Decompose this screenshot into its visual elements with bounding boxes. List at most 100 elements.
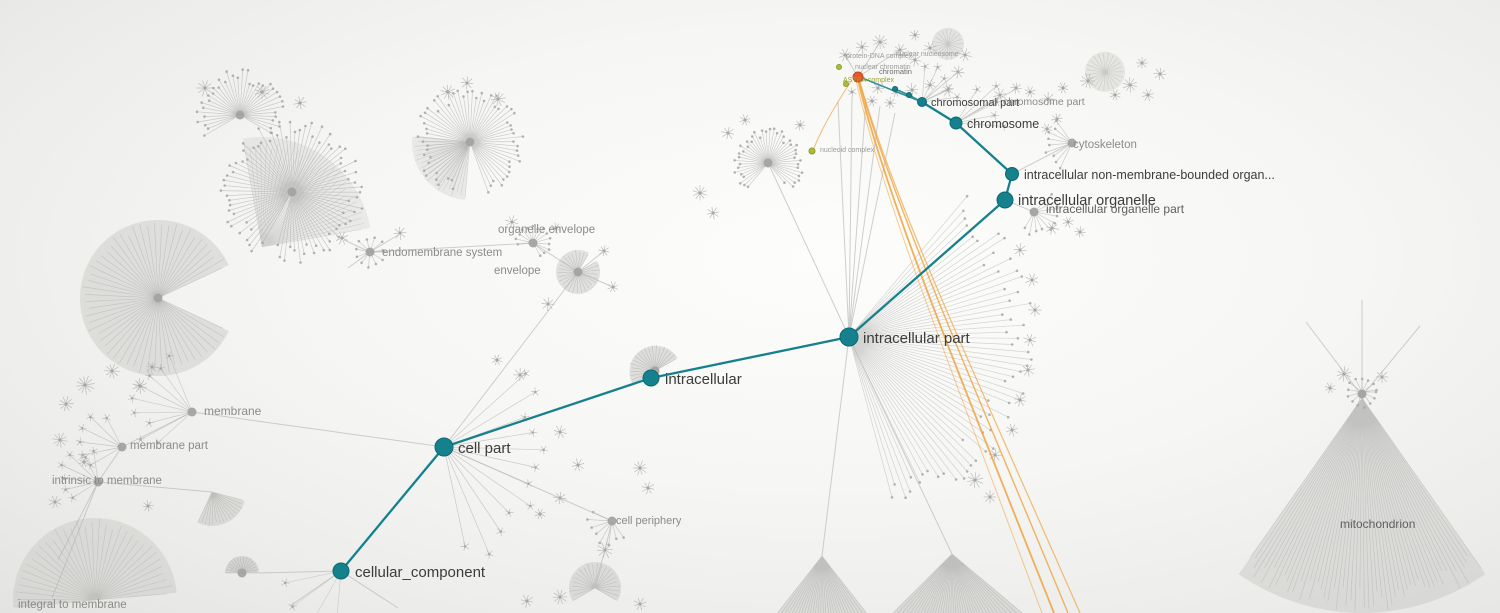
label-cell-part[interactable]: cell part — [458, 440, 511, 457]
label-intracellular-organelle[interactable]: intracellular organelle — [1018, 193, 1156, 209]
cluster-sector-spokes — [1249, 397, 1482, 611]
label-endomembrane-system[interactable]: endomembrane system — [382, 247, 502, 259]
label-chromatin[interactable]: chromatin — [879, 67, 912, 76]
term-node[interactable] — [365, 247, 375, 257]
layer-dots — [93, 110, 1367, 578]
node-cell-part[interactable] — [434, 437, 454, 457]
leaf-fan — [1024, 194, 1058, 235]
teal-mini-node-1[interactable] — [892, 86, 898, 92]
leaf-fan-tip-dots — [1023, 193, 1059, 236]
label-intrinsic-to-membrane[interactable]: intrinsic to membrane — [52, 475, 162, 487]
term-node[interactable] — [187, 407, 197, 417]
leaf-fan-star-tips — [57, 446, 98, 503]
label-intracellular-organelle-part[interactable]: intracellular organelle part — [1046, 202, 1185, 216]
leaf-fan-tip-dots — [60, 449, 96, 500]
leaf-fan-tip-dots — [733, 127, 804, 189]
term-node[interactable] — [1067, 138, 1077, 148]
leaf-fan — [443, 373, 544, 555]
leaf-fan — [79, 416, 123, 466]
node-chromosome[interactable] — [949, 116, 963, 130]
term-node[interactable] — [287, 187, 297, 197]
teal-mini-node-2[interactable] — [906, 92, 912, 98]
green-term-node-1[interactable] — [836, 64, 842, 70]
term-node[interactable] — [607, 516, 617, 526]
term-node[interactable] — [465, 137, 475, 147]
cluster-sector-spokes — [569, 562, 621, 601]
leaf-fan-tip-dots — [923, 65, 959, 99]
layer-nodes — [332, 64, 1019, 580]
leaf-fan — [220, 121, 363, 263]
label-chromosome[interactable]: chromosome — [967, 117, 1039, 131]
label-envelope[interactable]: envelope — [494, 265, 541, 277]
graph-gray-edges — [51, 41, 1421, 609]
leaf-fan — [587, 511, 624, 545]
label-nuclear-nucleosome[interactable]: nuclear nucleosome — [896, 51, 959, 58]
label-mitochondrion[interactable]: mitochondrion — [1340, 517, 1415, 531]
label-organelle-envelope[interactable]: organelle envelope — [498, 224, 595, 236]
label-cell-periphery[interactable]: cell periphery — [616, 515, 682, 527]
cluster-sector-spokes — [932, 29, 964, 60]
green-term-node-2[interactable] — [843, 81, 849, 87]
cluster-sector — [411, 136, 470, 200]
label-intracellular[interactable]: intracellular — [665, 371, 742, 388]
cluster-sector-spokes — [557, 250, 600, 294]
label-cellular_component[interactable]: cellular_component — [355, 564, 486, 581]
node-intracellular[interactable] — [642, 369, 660, 387]
cluster-sector — [12, 517, 177, 608]
leaf-fan-tip-dots — [586, 510, 625, 547]
label-chromosome-part[interactable]: chromosome part — [1003, 96, 1085, 108]
label-intracellular-nmb-organelle[interactable]: intracellular non-membrane-bounded organ… — [1024, 168, 1275, 182]
layer-fans — [57, 62, 1378, 613]
leaf-fan — [285, 570, 342, 613]
leaf-fan — [848, 195, 1032, 498]
leaf-fan-star-tips — [920, 62, 962, 102]
leaf-fan-tip-dots — [78, 415, 108, 467]
leaf-fan-tip-dots — [463, 372, 546, 556]
label-intracellular-part[interactable]: intracellular part — [863, 330, 971, 347]
cluster-sector-spokes — [225, 556, 258, 574]
layer-curves — [813, 79, 1081, 613]
label-membrane-part[interactable]: membrane part — [130, 440, 209, 452]
leaf-fan — [417, 90, 524, 193]
cluster-sector — [556, 249, 601, 294]
term-node[interactable] — [528, 238, 538, 248]
leaf-fan — [61, 451, 99, 499]
term-node[interactable] — [117, 442, 127, 452]
node-cellular_component[interactable] — [332, 562, 350, 580]
term-node[interactable] — [573, 267, 583, 277]
label-integral-to-membrane[interactable]: integral to membrane — [18, 599, 127, 611]
leaf-fan-tip-dots — [355, 236, 386, 269]
label-protein-dna-complex[interactable]: protein-DNA complex — [846, 53, 913, 60]
nucleosome-node[interactable] — [852, 71, 864, 83]
term-node[interactable] — [93, 477, 103, 487]
leaf-fan-star-tips — [75, 413, 111, 470]
leaf-fan-tip-dots — [416, 89, 525, 194]
leaf-fan-tip-dots — [284, 581, 294, 608]
leaf-fan-star-tips — [281, 578, 298, 611]
leaf-fan-star-tips — [460, 369, 549, 559]
term-node[interactable] — [237, 568, 247, 578]
layer-edges — [51, 41, 1421, 609]
label-nucleoid-complex[interactable]: nucleoid complex — [820, 147, 875, 154]
node-chromosomal-part[interactable] — [917, 97, 927, 107]
cluster-sector — [1238, 398, 1486, 613]
term-node[interactable] — [763, 158, 773, 168]
term-node[interactable] — [1357, 389, 1367, 399]
cluster-sector-spokes — [892, 553, 1023, 613]
leaf-fan — [734, 128, 803, 188]
label-chromosomal-part[interactable]: chromosomal part — [931, 97, 1019, 109]
term-node[interactable] — [235, 110, 245, 120]
label-astra-complex[interactable]: ASTRA complex — [843, 77, 894, 84]
label-membrane[interactable]: membrane — [204, 404, 262, 418]
green-term-node-3[interactable] — [808, 147, 816, 155]
leaf-fan — [1045, 120, 1073, 169]
term-node[interactable] — [153, 293, 163, 303]
node-intracellular-organelle[interactable] — [996, 191, 1014, 209]
node-intracellular-nmb-organelle[interactable] — [1005, 167, 1019, 181]
label-nuclear-chromatin[interactable]: nuclear chromatin — [855, 64, 911, 71]
label-cytoskeleton[interactable]: cytoskeleton — [1073, 139, 1137, 151]
orange-relation-edge — [855, 79, 1043, 613]
term-node[interactable] — [1029, 207, 1039, 217]
node-intracellular-part[interactable] — [839, 327, 859, 347]
